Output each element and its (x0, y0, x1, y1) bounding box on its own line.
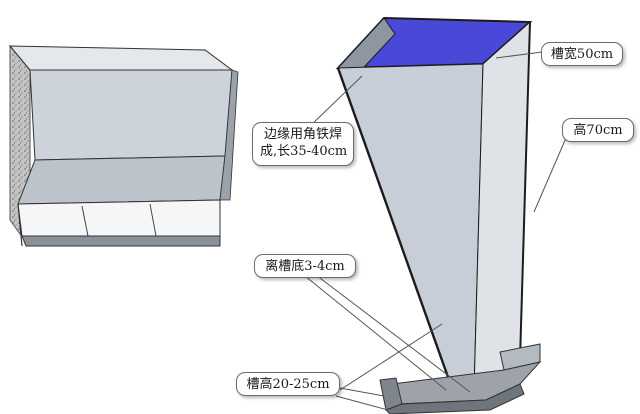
left-feeder-hopper-slope (17, 155, 226, 205)
leader-angle-iron (307, 75, 363, 129)
leader-trough-a (339, 387, 385, 397)
trough-front-lip (385, 383, 525, 414)
left-feeder-right-edge (219, 69, 239, 201)
callout-gap-text: 离槽底3-4cm (265, 259, 345, 274)
right-feeder (335, 16, 542, 414)
leader-width (495, 51, 543, 59)
hopper-left-edge (336, 67, 456, 395)
leader-trough-c (335, 395, 389, 411)
leader-lines (299, 51, 567, 411)
trough-divider (81, 205, 89, 237)
left-feeder-trough-base (21, 235, 221, 247)
trough-divider (149, 203, 157, 237)
left-feeder-top-rim (8, 45, 234, 71)
callout-height: 高70cm (562, 118, 634, 142)
callout-trough-height-text: 槽高20-25cm (246, 377, 330, 392)
callout-gap: 离槽底3-4cm (254, 254, 356, 278)
callout-angle-iron-line2: 成,长35-40cm (260, 144, 348, 159)
left-feeder-trough-front (17, 199, 221, 237)
left-feeder (8, 44, 239, 247)
leader-height (533, 137, 567, 213)
callout-angle-iron: 边缘用角铁焊 成,长35-40cm (252, 122, 354, 166)
hopper-right-edge (519, 21, 531, 361)
callout-trough-width: 槽宽50cm (541, 42, 623, 66)
callout-height-text: 高70cm (573, 123, 623, 138)
leader-trough-b (339, 323, 443, 391)
callout-trough-width-text: 槽宽50cm (550, 47, 614, 62)
callout-angle-iron-line1: 边缘用角铁焊 (263, 127, 342, 142)
callout-trough-height: 槽高20-25cm (236, 372, 340, 396)
trough-left-edge (17, 203, 23, 247)
left-feeder-front-panel (29, 69, 233, 161)
leader-gap-a (299, 271, 447, 391)
leader-gap-b (311, 271, 471, 393)
